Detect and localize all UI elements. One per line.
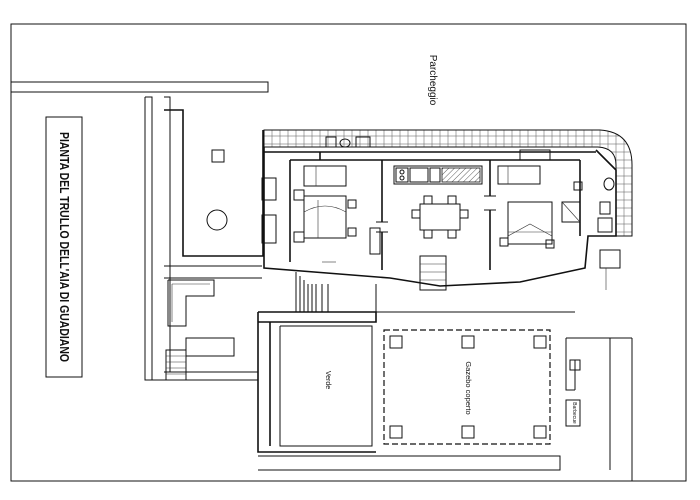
left-terrace	[164, 109, 277, 327]
tiled-walkway	[263, 129, 633, 237]
page-frame	[10, 23, 687, 482]
parking-label: Parcheggio	[427, 55, 438, 106]
barbecue: Barbecue	[565, 359, 581, 427]
lower-terrace-walls	[258, 311, 633, 481]
bathroom-left	[325, 136, 371, 148]
barbecue-label: Barbecue	[571, 402, 577, 424]
kitchen	[393, 165, 483, 185]
gazebo: Gazebo coperto	[383, 329, 551, 445]
garden-label: Verde	[324, 371, 331, 389]
lower-garden: Verde	[257, 311, 377, 453]
plan-title: PIANTA DEL TRULLO DELL'AIA DI GUADIANO	[57, 132, 71, 362]
central-stairs	[295, 272, 377, 318]
gazebo-label: Gazebo coperto	[464, 361, 473, 414]
left-lower-steps	[165, 337, 235, 381]
entrance-steps	[419, 255, 447, 291]
right-bedroom	[497, 149, 583, 249]
doors	[322, 195, 496, 263]
left-bedroom	[293, 165, 381, 255]
title-block: PIANTA DEL TRULLO DELL'AIA DI GUADIANO	[45, 116, 83, 378]
dining-table	[411, 195, 469, 239]
bathroom-right	[597, 177, 621, 290]
left-boundary-walls	[11, 81, 269, 381]
